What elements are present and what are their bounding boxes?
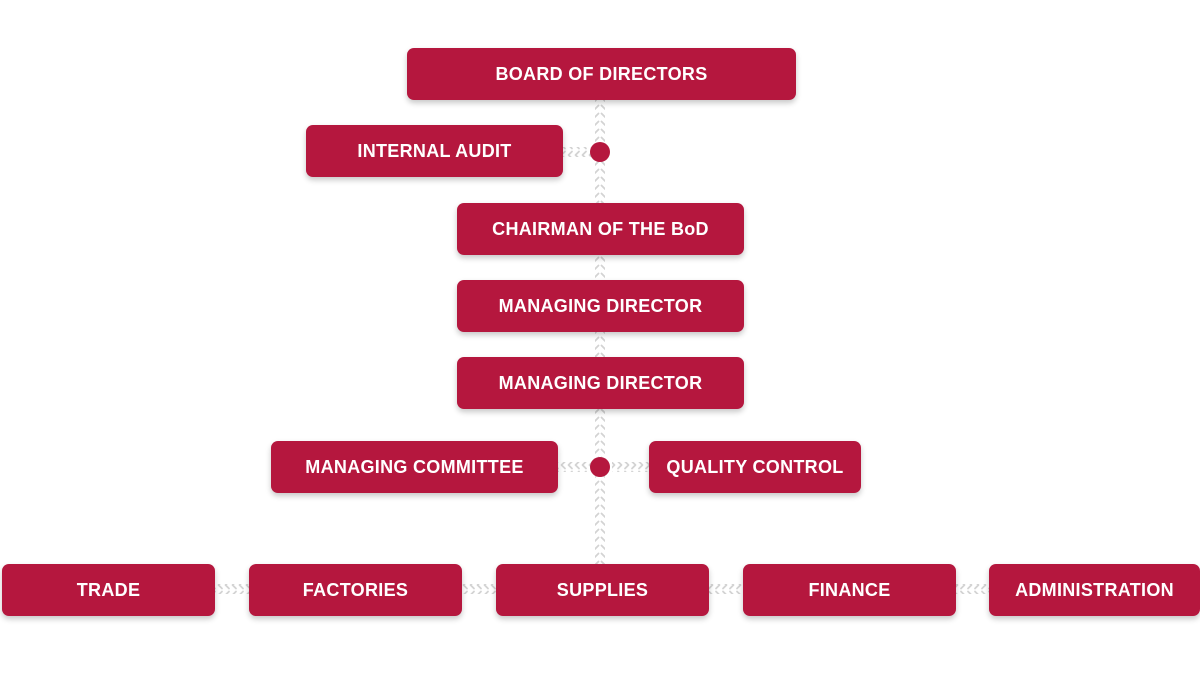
junction-dot-audit (590, 142, 610, 162)
node-managing-director-1: MANAGING DIRECTOR (457, 280, 744, 332)
node-board-of-directors: BOARD OF DIRECTORS (407, 48, 796, 100)
connector-supplies-to-finance (709, 584, 743, 594)
node-quality-control: QUALITY CONTROL (649, 441, 861, 493)
connector-factories-to-trade (215, 584, 250, 594)
connector-supplies-to-factories (462, 584, 496, 594)
node-internal-audit: INTERNAL AUDIT (306, 125, 563, 177)
node-managing-committee: MANAGING COMMITTEE (271, 441, 558, 493)
node-administration: ADMINISTRATION (989, 564, 1200, 616)
connector-to-managing-committee (558, 462, 591, 472)
connector-chairman-to-md1 (595, 255, 605, 281)
node-chairman: CHAIRMAN OF THE BoD (457, 203, 744, 255)
node-managing-director-2: MANAGING DIRECTOR (457, 357, 744, 409)
node-factories: FACTORIES (249, 564, 462, 616)
node-supplies: SUPPLIES (496, 564, 709, 616)
junction-dot-committee (590, 457, 610, 477)
connector-to-quality-control (612, 462, 649, 472)
connector-to-internal-audit (563, 147, 591, 157)
connector-md1-to-md2 (595, 332, 605, 358)
connector-md2-to-supplies (595, 409, 605, 565)
connector-finance-to-administration (956, 584, 990, 594)
node-finance: FINANCE (743, 564, 956, 616)
node-trade: TRADE (2, 564, 215, 616)
